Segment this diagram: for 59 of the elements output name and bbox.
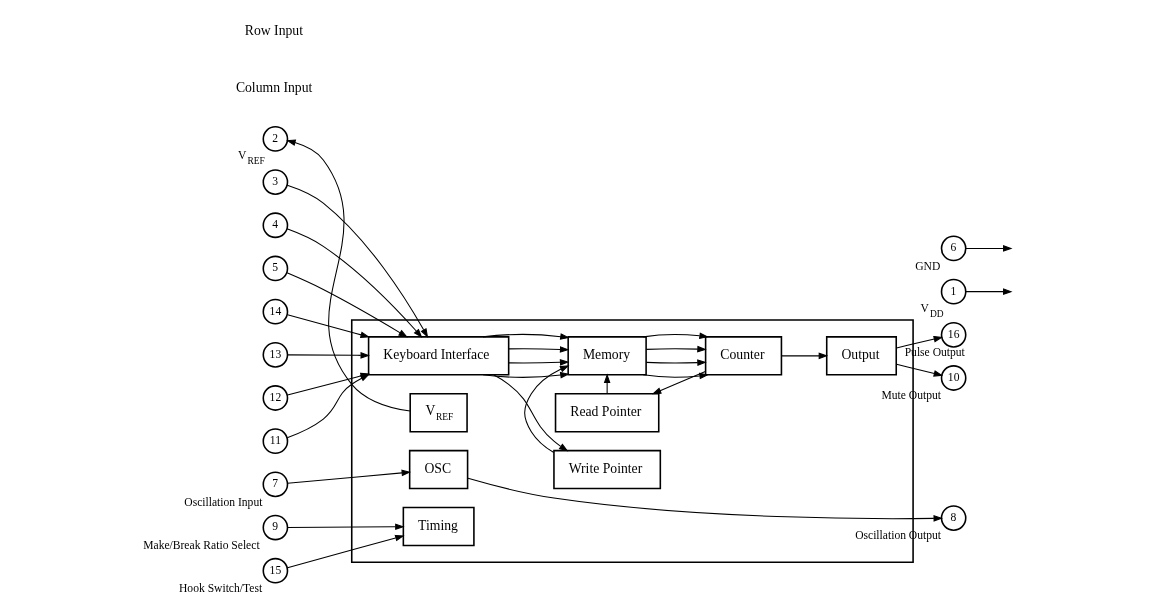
arrow [481,333,570,340]
arrow [642,372,709,380]
node-box: Read Pointer [554,393,660,433]
arrow [895,335,943,349]
node-circle: 11 [261,428,288,455]
node-box: Keyboard Interface [367,336,509,376]
label: Row Input [244,23,303,39]
node-circle: 4 [261,212,288,239]
label: Column Input [235,79,312,95]
arrow [895,363,943,377]
node-label: V$_{REF}$ [237,149,265,167]
arrow [645,359,707,366]
arrow [286,314,370,338]
node-box: Output [825,336,897,376]
node-circle: 2 [261,126,288,152]
node-label: Make/Break Ratio Select [142,538,260,552]
arrow [286,352,370,359]
node-circle: 8 [940,505,967,531]
node-label: Oscillation Input [183,495,262,509]
node-box: Timing [402,506,475,547]
node-circle: 12 [261,385,288,411]
arrow [467,477,943,522]
arrow [286,523,405,531]
node-circle: 14 [261,298,288,325]
arrow [286,534,405,569]
node-box: OSC [408,449,468,490]
node-box: Counter [704,336,782,376]
arrow [286,228,422,338]
node-label: Hook Switch/Test [178,582,262,596]
arrow [285,139,411,412]
arrow [481,371,570,379]
node-circle: 15 [261,557,288,584]
arrow [286,184,428,338]
arrow [780,352,828,360]
arrow [964,245,1013,252]
node-box: Write Pointer [552,449,661,490]
arrow [507,346,569,353]
arrow [507,359,569,366]
arrow [286,272,408,338]
arrow [651,371,706,395]
arrow [645,345,707,353]
arrow [492,374,568,452]
arrow [642,332,709,340]
arrow [286,469,411,484]
arrow [523,365,569,454]
node-circle: 16 [940,321,967,348]
node-circle: 1 [940,278,967,305]
node-box: Memory [566,336,647,376]
node-circle: 9 [261,514,288,541]
node-label: GND [914,259,940,273]
arrow [603,373,610,395]
node-circle: 13 [261,341,288,368]
node-circle: 7 [261,471,288,498]
node-circle: 3 [261,169,288,195]
node-box: V$_{REF}$ [408,393,468,433]
arrow [964,288,1013,295]
node-circle: 5 [261,255,288,282]
node-circle: 10 [940,365,967,391]
node-circle: 6 [940,235,967,262]
